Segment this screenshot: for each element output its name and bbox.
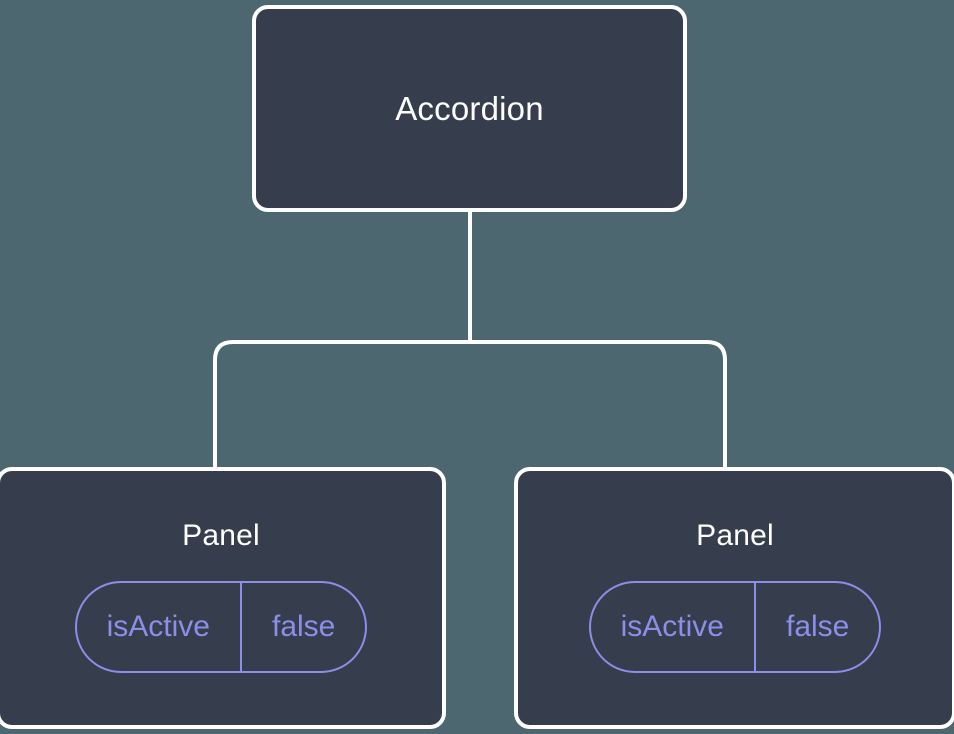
edge-branch-bar: [213, 340, 727, 471]
node-panel-0-prop-key: isActive: [106, 610, 210, 643]
node-panel-0[interactable]: Panel isActive false: [0, 467, 446, 729]
node-panel-0-prop-value: false: [239, 583, 365, 671]
node-panel-0-label: Panel: [182, 519, 260, 552]
node-panel-1[interactable]: Panel isActive false: [514, 467, 954, 729]
node-panel-1-prop-pill[interactable]: isActive false: [588, 581, 882, 673]
node-panel-1-label: Panel: [696, 519, 774, 552]
node-panel-1-prop-key: isActive: [620, 610, 724, 643]
node-accordion[interactable]: Accordion: [252, 5, 687, 212]
node-panel-0-prop-pill[interactable]: isActive false: [74, 581, 368, 673]
node-panel-1-prop-value: false: [753, 583, 879, 671]
node-accordion-label: Accordion: [395, 90, 544, 127]
